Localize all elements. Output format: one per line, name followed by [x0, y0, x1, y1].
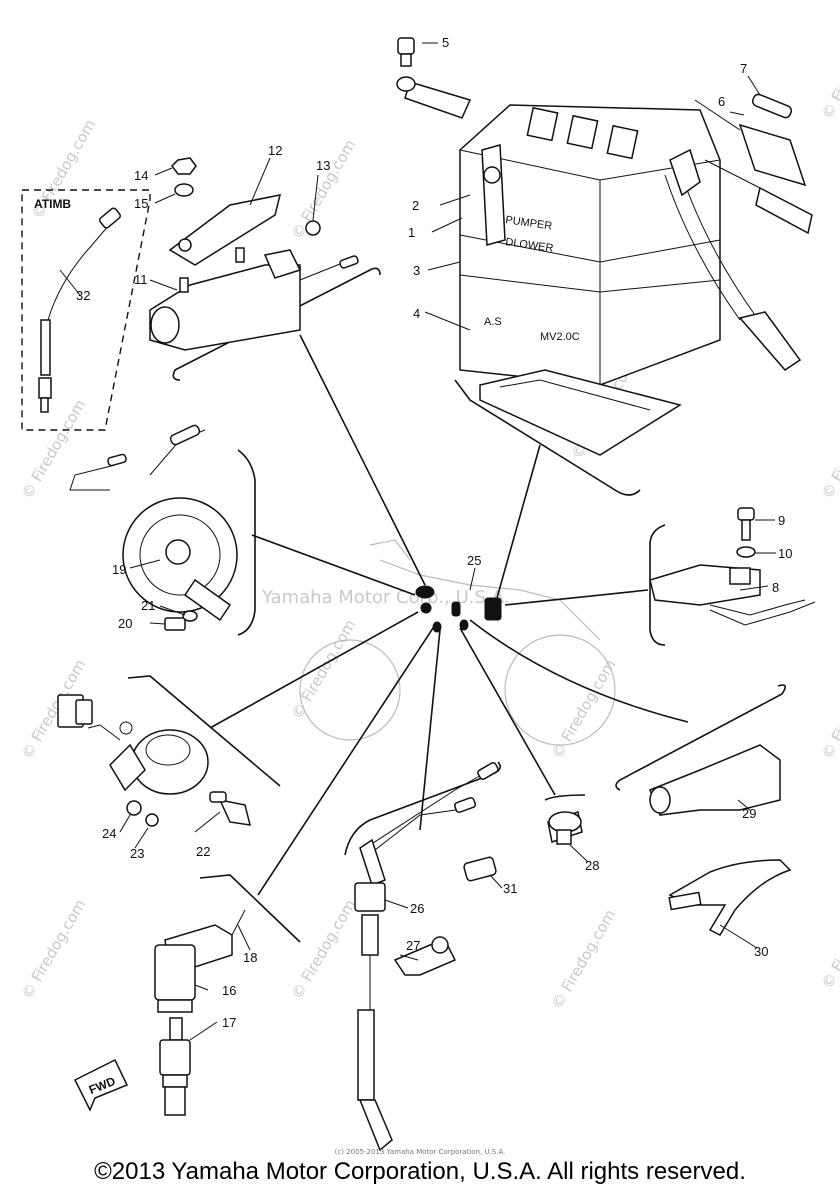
horn-assembly — [69, 424, 238, 631]
callout-21: 21 — [141, 598, 155, 613]
callout-3: 3 — [413, 263, 420, 278]
callout-30: 30 — [754, 944, 768, 959]
callout-15: 15 — [134, 196, 148, 211]
watermark: © Firedog.com — [548, 656, 619, 762]
battery-label: MV2.0C — [540, 331, 580, 343]
battery-label: A.S — [484, 316, 502, 328]
neutral-switch-assembly — [354, 762, 499, 1152]
callout-32: 32 — [76, 288, 90, 303]
relay-bracket-assembly — [649, 507, 816, 626]
watermark-center: Yamaha Motor Corp., U.S.A. — [261, 587, 509, 608]
callout-1: 1 — [408, 225, 415, 240]
callout-25: 25 — [467, 553, 481, 568]
main-switch-assembly — [57, 694, 252, 827]
callout-9: 9 — [778, 513, 785, 528]
callout-22: 22 — [196, 844, 210, 859]
watermark: © Firedog.com — [818, 396, 840, 502]
callout-18: 18 — [243, 950, 257, 965]
fuse-holder — [694, 93, 813, 235]
callout-2: 2 — [412, 198, 419, 213]
callout-12: 12 — [268, 143, 282, 158]
callout-7: 7 — [740, 61, 747, 76]
callout-29: 29 — [742, 806, 756, 821]
watermark: © Firedog.com — [288, 136, 359, 242]
callout-6: 6 — [718, 94, 725, 109]
callout-19: 19 — [112, 562, 126, 577]
callout-27: 27 — [406, 938, 420, 953]
callout-23: 23 — [130, 846, 144, 861]
atimb-box: ATIMB — [21, 189, 151, 431]
atimb-label: ATIMB — [34, 197, 71, 211]
callout-31: 31 — [503, 881, 517, 896]
small-copyright: (c) 2005-2013 Yamaha Motor Corporation, … — [334, 1148, 506, 1156]
watermark: © Firedog.com — [18, 896, 89, 1002]
watermark: © Firedog.com — [288, 616, 359, 722]
copyright-notice: ©2013 Yamaha Motor Corporation, U.S.A. A… — [94, 1158, 746, 1185]
watermark: © Firedog.com — [18, 396, 89, 502]
callout-10: 10 — [778, 546, 792, 561]
callout-11: 11 — [134, 272, 148, 287]
group-brackets — [127, 267, 786, 943]
callout-20: 20 — [118, 616, 132, 631]
callout-5: 5 — [442, 35, 449, 50]
callout-24: 24 — [102, 826, 116, 841]
watermark: © Firedog.com — [288, 896, 359, 1002]
callout-28: 28 — [585, 858, 599, 873]
callout-numbers: 1 2 3 4 5 6 7 8 9 10 11 12 13 14 15 16 1… — [76, 35, 792, 1030]
leader-lines — [209, 334, 689, 896]
watermark: © Firedog.com — [818, 886, 840, 992]
callout-26: 26 — [410, 901, 424, 916]
spark-plug-assembly: FWD — [73, 909, 246, 1116]
callout-13: 13 — [316, 158, 330, 173]
callout-14: 14 — [134, 168, 148, 183]
battery-assembly: PUMPER DLOWER A.S MV2.0C — [396, 37, 802, 456]
callout-17: 17 — [222, 1015, 236, 1030]
watermark: © Firedog.com — [818, 16, 840, 122]
callout-leaders — [59, 42, 776, 1041]
watermark: © Firedog.com — [548, 906, 619, 1012]
watermark: © Firedog.com — [818, 656, 840, 762]
callout-8: 8 — [772, 580, 779, 595]
callout-4: 4 — [413, 306, 420, 321]
misc-parts — [547, 744, 792, 936]
starter-relay-assembly — [149, 157, 359, 351]
motorcycle-silhouette — [299, 539, 616, 746]
callout-16: 16 — [222, 983, 236, 998]
